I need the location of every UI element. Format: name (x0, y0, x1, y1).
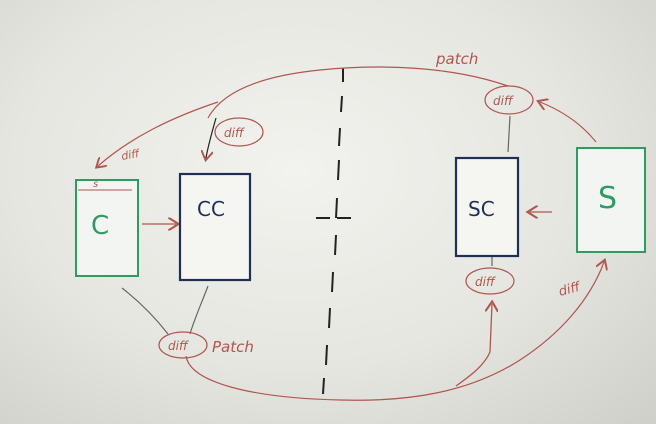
client-copy-to-diff-line (189, 285, 209, 335)
diff-bottom-right-label: diff (475, 275, 496, 289)
diff-right-label: diff (557, 279, 583, 299)
client-top-mark: s (93, 179, 98, 190)
server-copy-to-diff-line (507, 115, 511, 153)
server-to-diff-line (540, 102, 597, 143)
diff-top-left-label: diff (224, 126, 245, 140)
diff-bubble-top-right (484, 85, 534, 115)
network-divider (316, 68, 351, 395)
patch-arc-top (207, 66, 509, 119)
diff-top-right-label: diff (493, 94, 514, 108)
diff-arrow-to-client (98, 101, 219, 166)
patch-bottom-left-label: Patch (212, 338, 254, 356)
server-label: S (598, 181, 617, 216)
patch-arc-bottom (185, 262, 604, 401)
client-box (75, 179, 139, 277)
patch-top-label: patch (435, 50, 478, 68)
server-copy-box (454, 156, 520, 258)
diff-arrow-left-label: diff (120, 147, 141, 163)
patch-to-server-copy-arrow (455, 304, 492, 387)
client-label: C (91, 211, 109, 241)
server-copy-label: SC (468, 197, 495, 221)
diff-arrow-to-client-copy (206, 117, 217, 158)
diff-bubble-top-left (214, 117, 264, 147)
diff-bubble-bottom-left (158, 331, 208, 359)
client-copy-label: CC (197, 197, 225, 221)
diff-bottom-left-label: diff (168, 339, 189, 353)
client-copy-box (178, 172, 252, 282)
client-to-diff-line (121, 287, 169, 335)
diff-bubble-bottom-right (465, 267, 515, 295)
server-box (576, 147, 646, 253)
